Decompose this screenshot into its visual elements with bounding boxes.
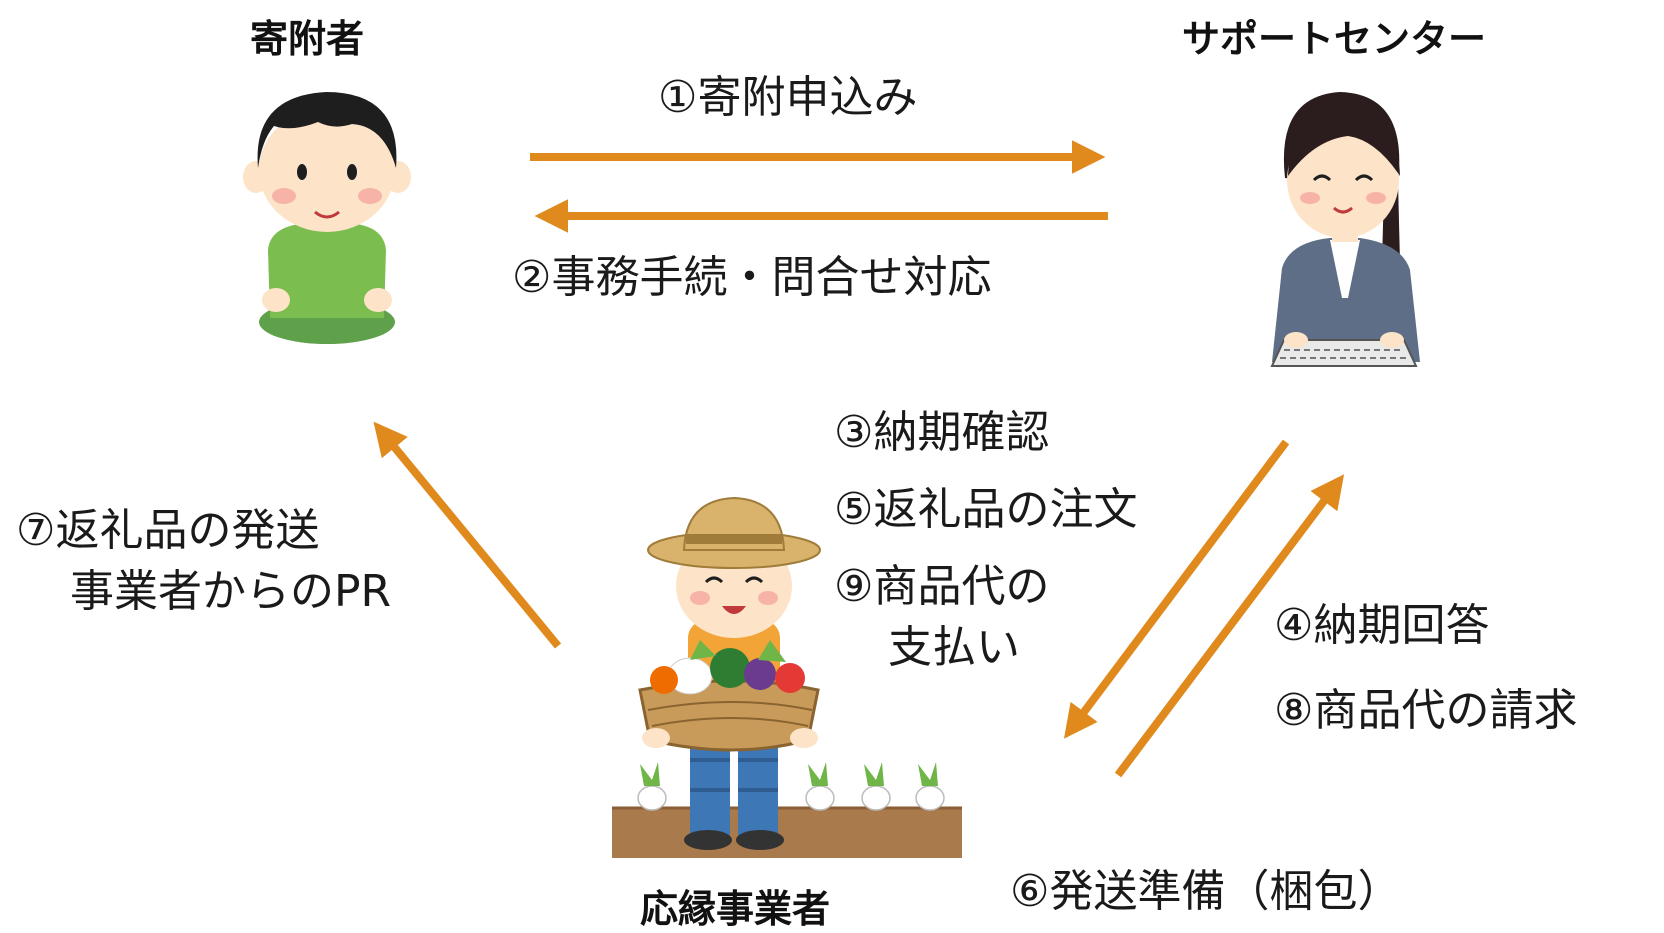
support-staff-illustration [1270, 92, 1420, 367]
step-9-label-line2: 支払い [888, 622, 1020, 673]
actor-support-center-name: サポートセンター [1182, 17, 1487, 61]
farmer-illustration [612, 496, 962, 858]
step-2-label: ②事務手続・問合せ対応 [512, 252, 992, 303]
step-4-label: ④納期回答 [1274, 600, 1490, 651]
arrow-business-to-donor [373, 421, 562, 649]
step-6-label: ⑥発送準備（梱包） [1010, 866, 1402, 917]
step-7-label-line1: ⑦返礼品の発送 [16, 505, 320, 556]
donor-illustration [243, 92, 411, 344]
step-9-label-line1: ⑨商品代の [834, 561, 1050, 612]
step-3-label: ③納期確認 [834, 407, 1050, 458]
arrow-center-to-business [1063, 439, 1290, 739]
step-8-label: ⑧商品代の請求 [1274, 685, 1578, 736]
arrow-business-to-center [1114, 474, 1345, 778]
actor-donor-name: 寄附者 [250, 17, 365, 61]
step-1-label: ①寄附申込み [658, 72, 918, 123]
step-5-label: ⑤返礼品の注文 [834, 484, 1138, 535]
step-7-label-line2: 事業者からのPR [70, 566, 392, 617]
